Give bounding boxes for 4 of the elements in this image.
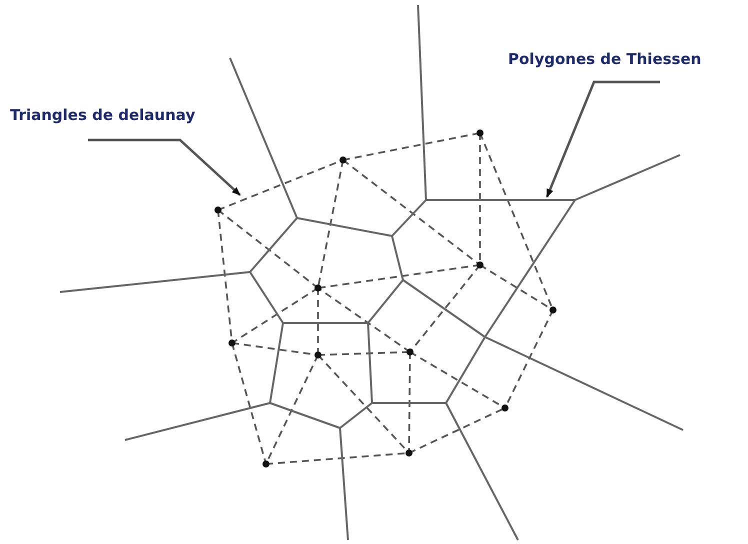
leader-arrow [88, 138, 241, 196]
callout-label: Triangles de delaunay [10, 106, 242, 140]
callout-label: Polygones de Thiessen [508, 50, 746, 82]
leader-arrow [546, 80, 660, 198]
